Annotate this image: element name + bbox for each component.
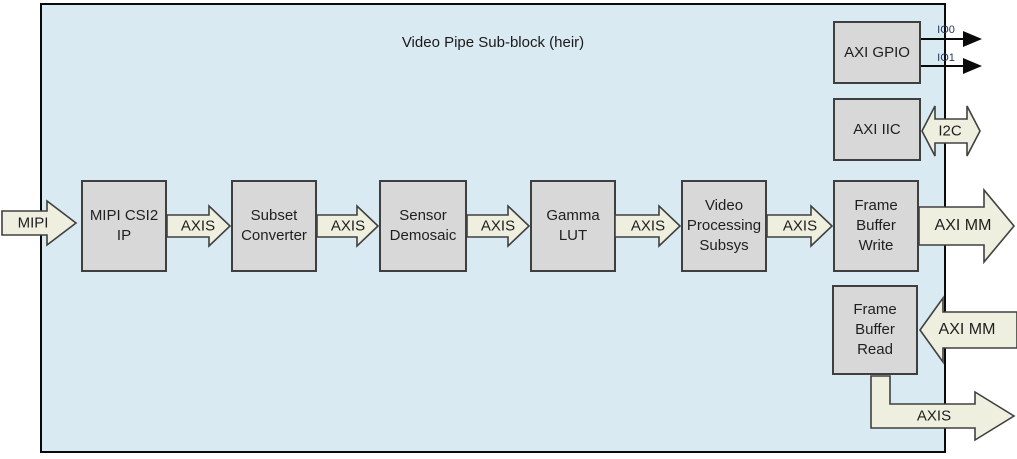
io0-label: IO0	[937, 24, 955, 36]
block-frame-buffer-read: Frame Buffer Read	[832, 285, 918, 375]
block-video-processing-subsys: Video Processing Subsys	[681, 180, 767, 272]
io1-label: IO1	[937, 52, 955, 64]
block-label-line: Read	[857, 341, 893, 358]
block-subset-converter: Subset Converter	[231, 180, 317, 272]
mipi-arrow-label: MIPI	[17, 214, 49, 232]
i2c-label: I2C	[938, 122, 962, 140]
block-label-line: Converter	[241, 227, 307, 244]
block-label-line: Subsys	[699, 237, 749, 254]
block-label-line: Processing	[686, 217, 762, 234]
axis-arrow-label-3: AXIS	[480, 217, 516, 235]
block-label-line: LUT	[558, 227, 588, 244]
block-label-line: Demosaic	[389, 227, 457, 244]
block-axi-iic: AXI IIC	[833, 98, 921, 161]
block-label-line: Write	[858, 237, 894, 254]
block-label-line: Buffer	[856, 217, 896, 234]
block-gamma-lut: Gamma LUT	[530, 180, 616, 272]
diagram-title: Video Pipe Sub-block (heir)	[401, 34, 585, 51]
axis-arrow-label-2: AXIS	[330, 217, 366, 235]
block-label-line: Subset	[250, 207, 298, 224]
axis-arrow-label-4: AXIS	[630, 217, 666, 235]
block-label-line: Gamma	[546, 207, 600, 224]
axi-mm-write-label: AXI MM	[934, 217, 992, 234]
axis-output-label: AXIS	[916, 407, 952, 425]
block-mipi-csi2-ip: MIPI CSI2 IP	[81, 180, 167, 272]
block-label-line: Frame	[854, 197, 898, 214]
block-label-line: AXI GPIO	[844, 43, 910, 61]
block-sensor-demosaic: Sensor Demosaic	[379, 180, 467, 272]
block-label-line: Sensor	[399, 207, 447, 224]
axi-mm-read-label: AXI MM	[938, 321, 996, 338]
io1-arrowhead	[963, 58, 982, 74]
block-axi-gpio: AXI GPIO	[833, 21, 921, 84]
block-frame-buffer-write: Frame Buffer Write	[833, 180, 919, 272]
axis-arrow-label-1: AXIS	[180, 217, 216, 235]
block-label-line: AXI IIC	[853, 120, 901, 138]
block-label-line: IP	[116, 227, 132, 244]
axis-arrow-label-5: AXIS	[782, 217, 818, 235]
block-label-line: Frame	[853, 301, 897, 318]
io0-arrowhead	[963, 31, 982, 47]
block-label-line: Video	[704, 197, 744, 214]
block-label-line: MIPI CSI2	[89, 207, 159, 224]
block-label-line: Buffer	[855, 321, 895, 338]
